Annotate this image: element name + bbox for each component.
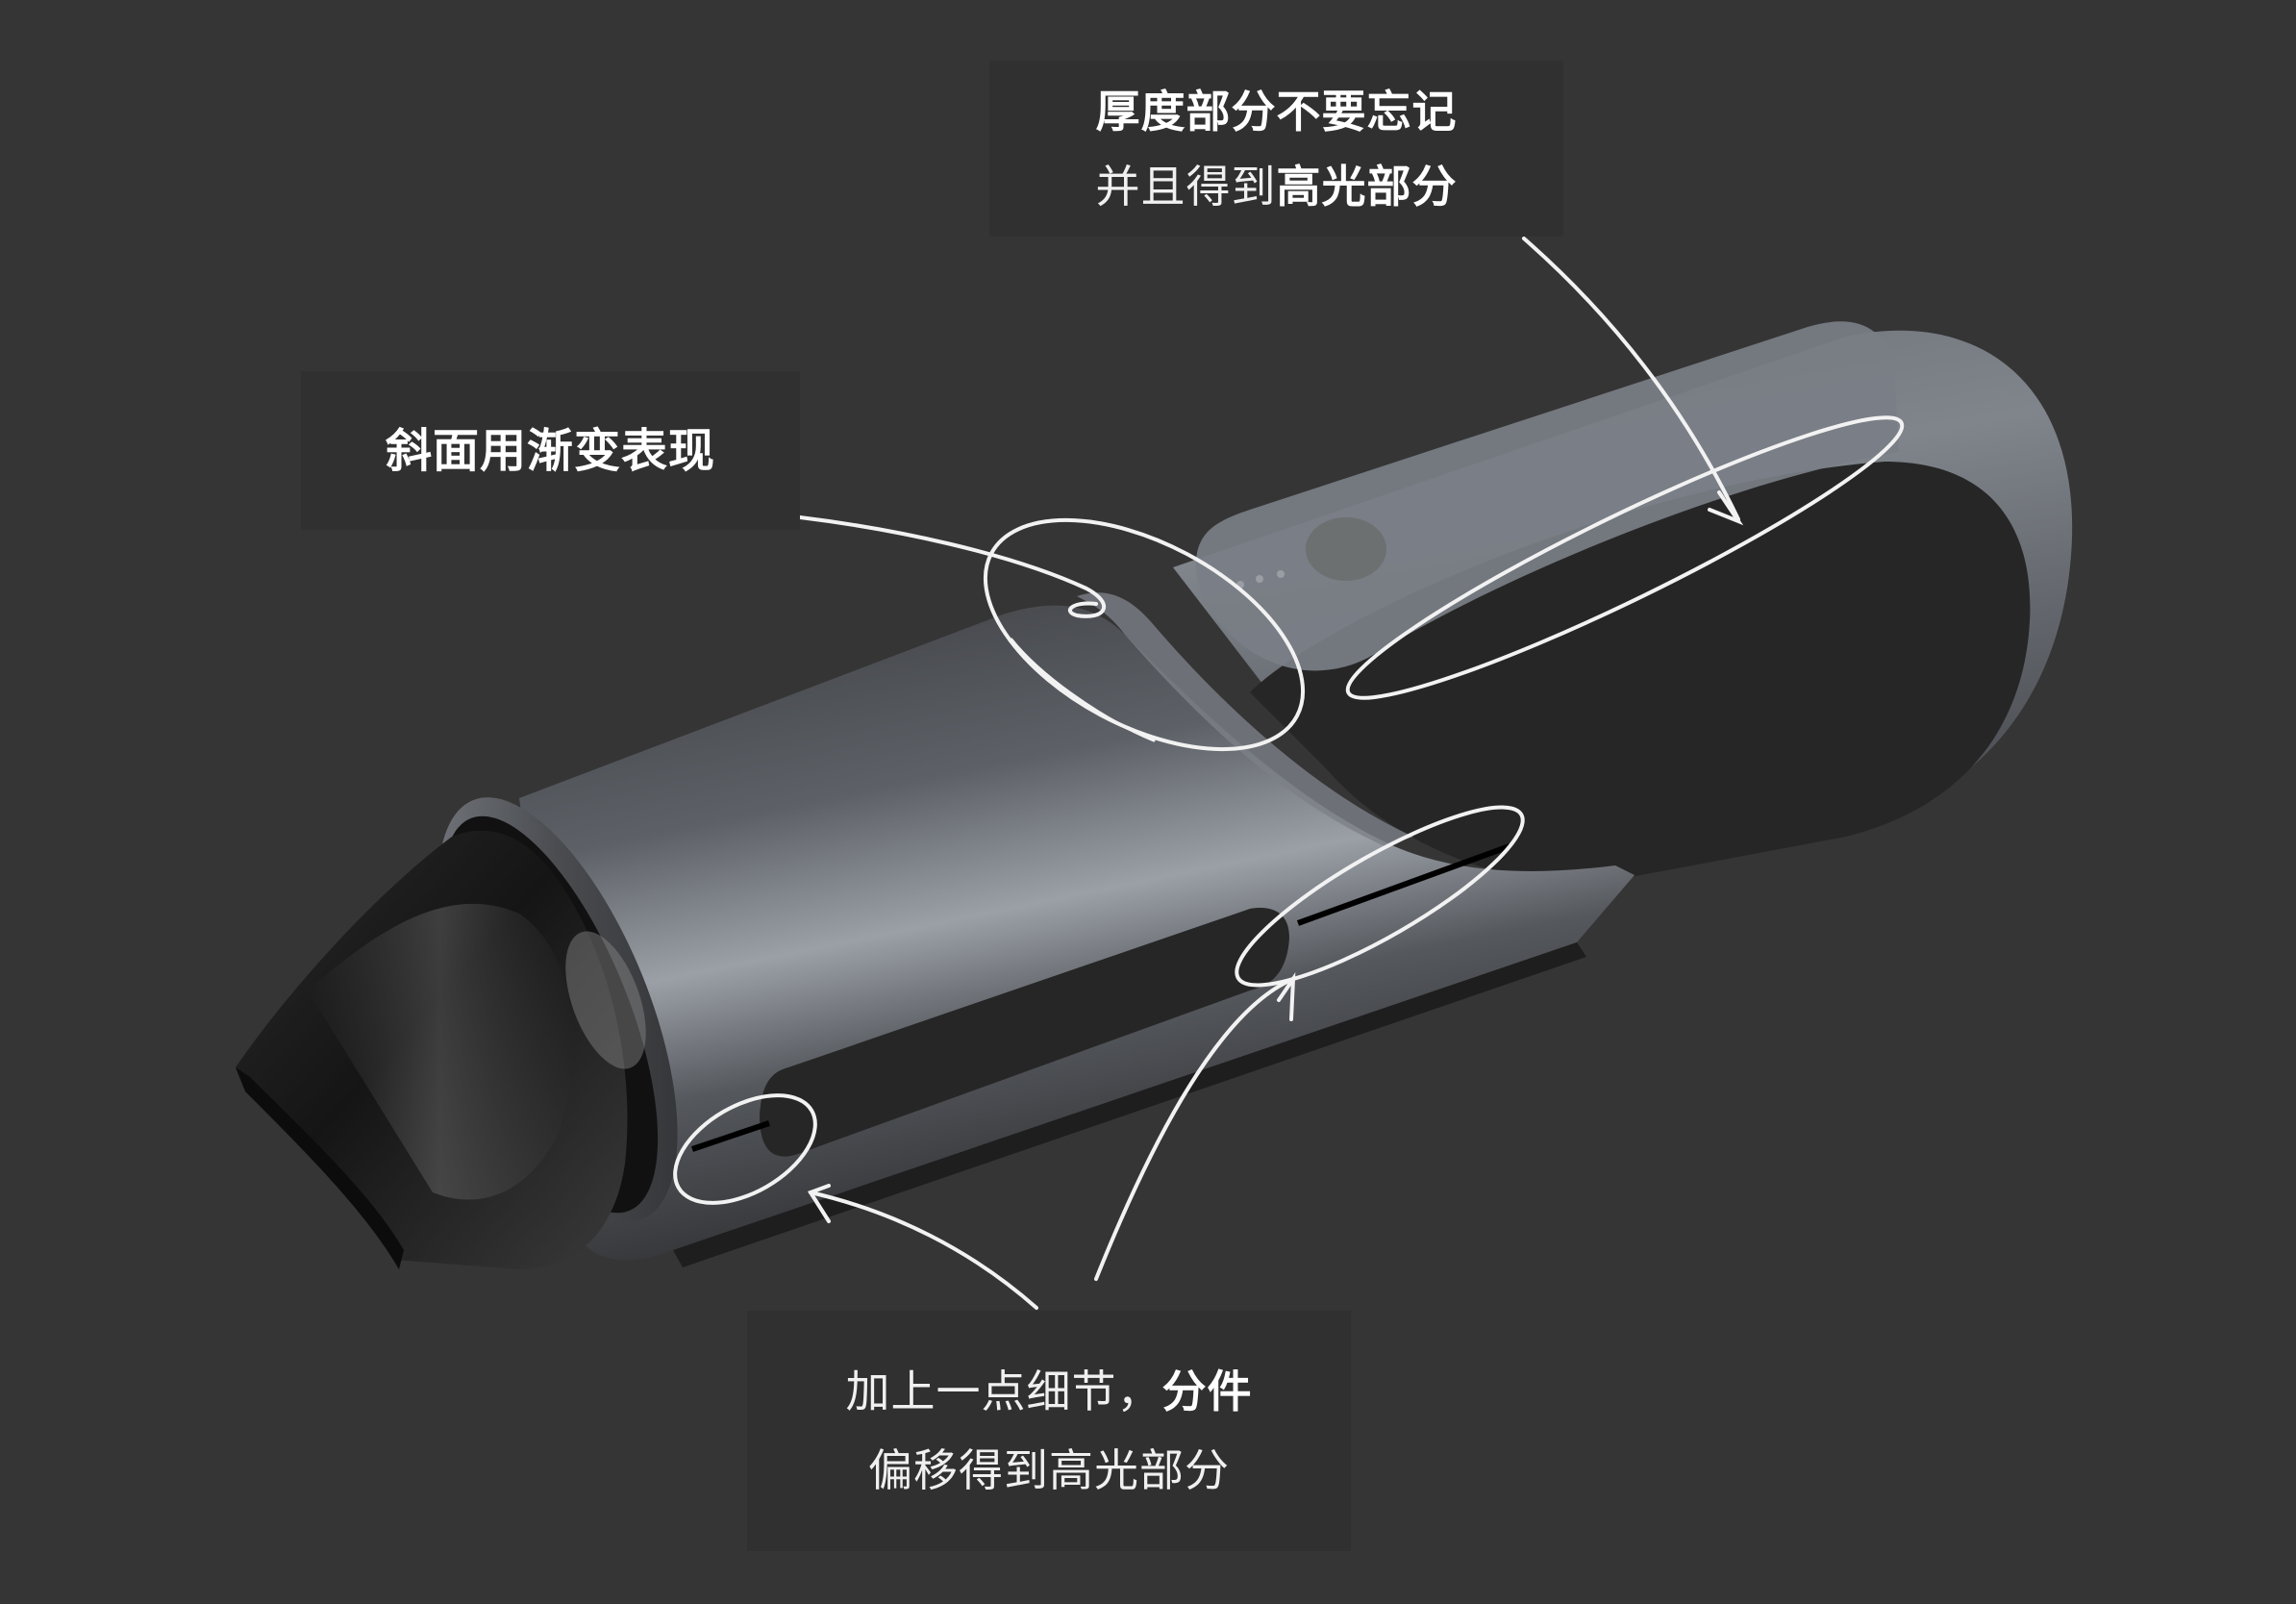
annotation-text-emphasis: 高光部分 bbox=[1276, 160, 1458, 213]
annotation-box-details: 加上一点细节，分件 偏移得到高光部分 bbox=[747, 1311, 1351, 1551]
arrow-bottom-right bbox=[1094, 977, 1295, 1281]
ellipse-highlight-top bbox=[1345, 415, 1905, 700]
arrow-top bbox=[1522, 237, 1740, 521]
annotation-box-chamfer: 斜面用渐变表现 bbox=[301, 371, 800, 530]
indicator-led-2 bbox=[1256, 575, 1263, 583]
indicator-led-3 bbox=[1277, 570, 1285, 578]
annotation-top-line1: 厚度部分不要忘记 bbox=[1096, 74, 1458, 149]
annotation-bottom-line2: 偏移得到高光部分 bbox=[868, 1431, 1230, 1510]
annotation-text: 偏移得到高光部分 bbox=[868, 1444, 1230, 1496]
ellipse-slot-left bbox=[673, 1093, 817, 1205]
annotation-text-emphasis: 分件 bbox=[1161, 1366, 1253, 1417]
nozzle bbox=[236, 830, 646, 1269]
annotation-text: 加上一点细节， bbox=[845, 1366, 1162, 1417]
handle-loop bbox=[1173, 330, 2073, 883]
annotation-text: 并且得到 bbox=[1095, 160, 1277, 213]
annotation-bottom-line1: 加上一点细节，分件 bbox=[846, 1352, 1253, 1431]
arrow-bottom-left bbox=[809, 1190, 1038, 1310]
annotation-top-line2: 并且得到高光部分 bbox=[1096, 149, 1458, 224]
power-button bbox=[1306, 517, 1386, 581]
ellipse-chamfer bbox=[983, 517, 1306, 752]
ellipse-slot-right bbox=[1235, 805, 1525, 988]
side-panel bbox=[760, 908, 1289, 1157]
grip-plate bbox=[1195, 321, 1899, 671]
annotation-strokes bbox=[673, 237, 1905, 1310]
annotation-text: 厚度部分不要忘记 bbox=[1095, 85, 1458, 138]
arrow-left bbox=[798, 515, 1107, 618]
annotation-box-thickness: 厚度部分不要忘记 并且得到高光部分 bbox=[989, 61, 1563, 237]
annotation-left-line1: 斜面用渐变表现 bbox=[386, 414, 715, 489]
annotation-text: 斜面用渐变表现 bbox=[385, 423, 715, 478]
